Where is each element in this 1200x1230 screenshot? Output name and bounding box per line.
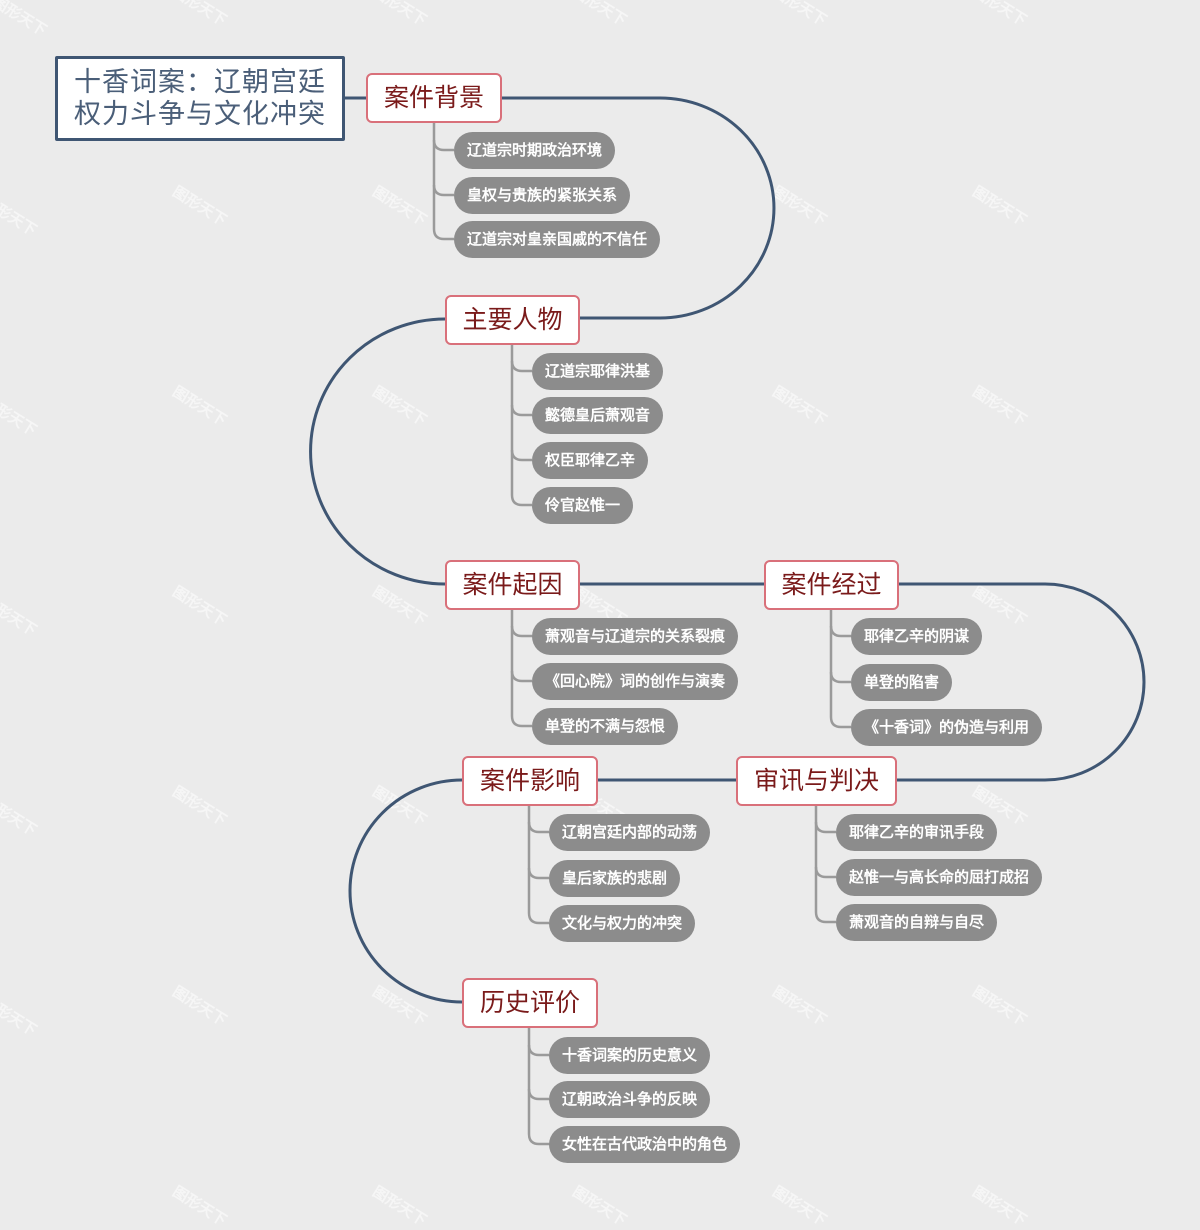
subtopic[interactable]: 皇后家族的悲剧: [549, 860, 681, 897]
subtopic[interactable]: 权臣耶律乙辛: [532, 442, 649, 479]
subtopic[interactable]: 辽道宗时期政治环境: [454, 132, 616, 169]
subtopic[interactable]: 《十香词》的伪造与利用: [851, 709, 1043, 746]
subtopic[interactable]: 文化与权力的冲突: [549, 905, 696, 942]
main-connectors: [308, 96, 1146, 1004]
subtopic[interactable]: 萧观音与辽道宗的关系裂痕: [532, 618, 739, 655]
subtopic[interactable]: 皇权与贵族的紧张关系: [454, 177, 631, 214]
subtopic[interactable]: 辽朝政治斗争的反映: [549, 1081, 711, 1118]
subtopic[interactable]: 萧观音的自辩与自尽: [836, 904, 998, 941]
subtopic[interactable]: 懿德皇后萧观音: [532, 397, 664, 434]
subtopic[interactable]: 单登的陷害: [851, 664, 953, 701]
subtopic[interactable]: 辽道宗对皇亲国戚的不信任: [454, 221, 661, 258]
subtopic[interactable]: 辽朝宫廷内部的动荡: [549, 814, 711, 851]
topic-trial-and-verdict[interactable]: 审讯与判决: [736, 756, 897, 806]
subtopic[interactable]: 耶律乙辛的阴谋: [851, 618, 983, 655]
topic-case-process[interactable]: 案件经过: [764, 560, 899, 610]
subtopic[interactable]: 女性在古代政治中的角色: [549, 1126, 741, 1163]
topic-case-impact[interactable]: 案件影响: [462, 756, 598, 806]
topic-case-background[interactable]: 案件背景: [366, 73, 502, 123]
subtopic[interactable]: 赵惟一与高长命的屈打成招: [836, 859, 1043, 896]
subtopic[interactable]: 十香词案的历史意义: [549, 1037, 711, 1074]
root-title-line1: 十香词案：辽朝宫廷: [74, 66, 326, 98]
subtopic[interactable]: 《回心院》词的创作与演奏: [532, 663, 739, 700]
subtopic[interactable]: 伶官赵惟一: [532, 487, 634, 524]
topic-main-characters[interactable]: 主要人物: [445, 295, 580, 345]
root-topic[interactable]: 十香词案：辽朝宫廷 权力斗争与文化冲突: [55, 56, 345, 141]
subtopic[interactable]: 耶律乙辛的审讯手段: [836, 814, 998, 851]
topic-historical-evaluation[interactable]: 历史评价: [462, 978, 598, 1028]
root-title-line2: 权力斗争与文化冲突: [74, 98, 326, 130]
branch-connectors: [432, 122, 851, 1146]
topic-case-cause[interactable]: 案件起因: [445, 560, 580, 610]
subtopic[interactable]: 辽道宗耶律洪基: [532, 353, 664, 390]
subtopic[interactable]: 单登的不满与怨恨: [532, 708, 679, 745]
